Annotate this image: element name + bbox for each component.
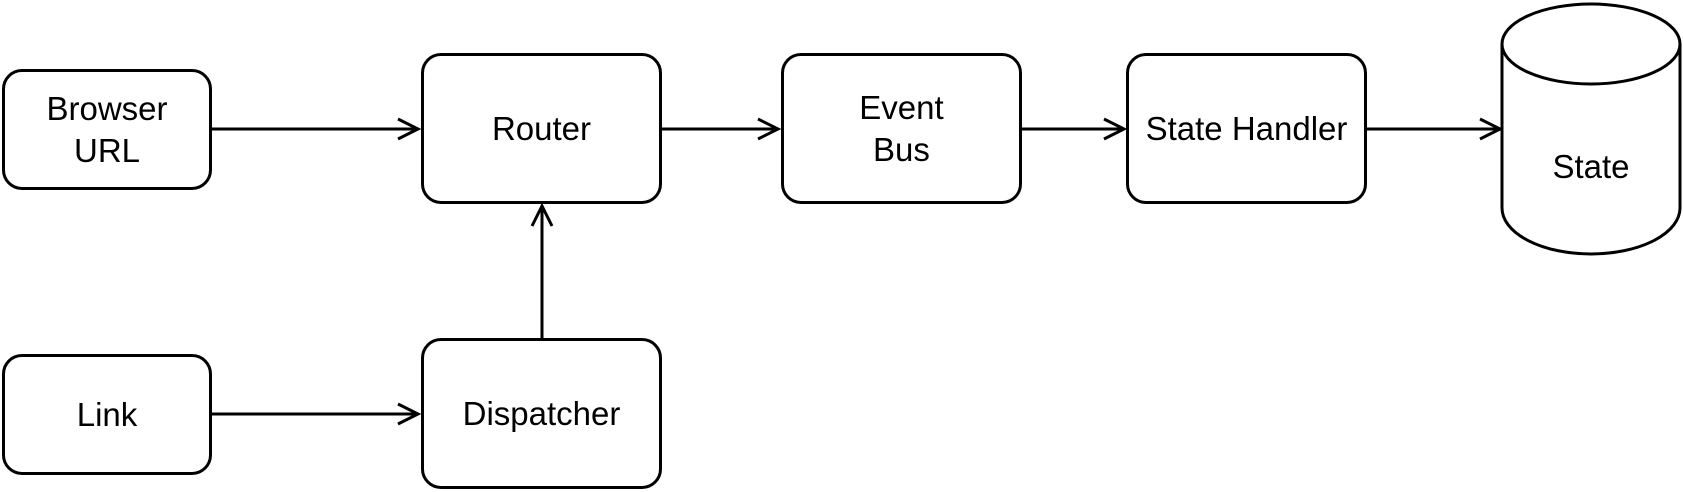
edge-link-to-dispatcher bbox=[212, 402, 422, 426]
arrowhead-icon bbox=[530, 202, 554, 227]
node-router: Router bbox=[421, 53, 662, 204]
arrowhead-icon bbox=[1479, 117, 1504, 141]
node-event-bus: Event Bus bbox=[781, 53, 1022, 204]
node-link: Link bbox=[2, 354, 212, 475]
node-link-label: Link bbox=[76, 395, 138, 433]
edge-state-handler-to-state bbox=[1367, 117, 1504, 141]
node-router-label: Router bbox=[491, 109, 592, 147]
edge-event-bus-to-state-handler bbox=[1022, 117, 1128, 141]
arrowhead-icon bbox=[1103, 117, 1128, 141]
edge-router-to-event-bus bbox=[662, 117, 782, 141]
node-browser-url: Browser URL bbox=[2, 69, 212, 190]
edge-browser-url-to-router bbox=[212, 117, 422, 141]
node-state-handler-label: State Handler bbox=[1145, 109, 1348, 147]
node-state-label: State bbox=[1552, 148, 1630, 185]
edge-dispatcher-to-router bbox=[530, 202, 554, 339]
node-event-bus-label: Event Bus bbox=[859, 88, 944, 168]
arrowhead-icon bbox=[757, 117, 782, 141]
node-state-handler: State Handler bbox=[1126, 53, 1367, 204]
arrowhead-icon bbox=[397, 402, 422, 426]
arrowhead-icon bbox=[397, 117, 422, 141]
node-dispatcher: Dispatcher bbox=[421, 338, 662, 489]
node-dispatcher-label: Dispatcher bbox=[462, 394, 621, 432]
node-browser-url-label: Browser URL bbox=[46, 89, 168, 169]
state-cylinder-icon bbox=[1500, 2, 1682, 256]
